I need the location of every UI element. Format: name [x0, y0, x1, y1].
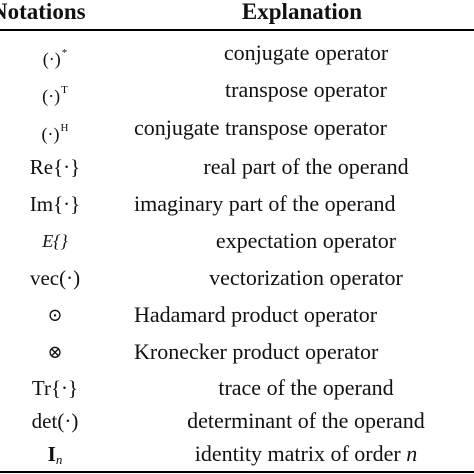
explanation-cell: transpose operator	[225, 77, 387, 102]
notation-cell: det(·)	[31, 409, 79, 433]
explanation-cell: identity matrix of order n	[194, 441, 418, 466]
table-row: (·)* conjugate operator	[0, 36, 474, 70]
explanation-cell: trace of the operand	[218, 375, 394, 400]
table-row: ⊗ Kronecker product operator	[0, 335, 474, 369]
header-explanation: Explanation	[241, 0, 363, 24]
table-row: (·)T transpose operator	[0, 73, 474, 107]
notation-cell: E{}	[42, 231, 68, 251]
notation-cell: (·)T	[42, 84, 68, 106]
explanation-cell: vectorization operator	[209, 265, 403, 290]
notation-cell: Im{·}	[29, 192, 81, 216]
explanation-cell: expectation operator	[215, 228, 397, 253]
notation-cell: (·)*	[42, 47, 68, 69]
table-row: Re{·} real part of the operand	[0, 150, 474, 184]
notation-cell: vec(·)	[29, 266, 81, 290]
explanation-cell: Kronecker product operator	[134, 339, 379, 364]
notation-cell: In	[47, 442, 63, 467]
explanation-cell: imaginary part of the operand	[134, 191, 396, 216]
table-row: E{} expectation operator	[0, 224, 474, 258]
explanation-cell: real part of the operand	[203, 154, 409, 179]
explanation-cell: conjugate transpose operator	[134, 115, 387, 140]
table-row: Tr{·} trace of the operand	[0, 371, 474, 405]
bottom-rule	[0, 471, 474, 473]
explanation-cell: Hadamard product operator	[134, 302, 378, 327]
table-row: In identity matrix of order n	[0, 437, 474, 471]
header-notations: Notations	[0, 0, 86, 24]
table-row: det(·) determinant of the operand	[0, 404, 474, 438]
top-rule	[0, 29, 474, 31]
explanation-cell: conjugate operator	[223, 40, 389, 65]
table-row: vec(·) vectorization operator	[0, 261, 474, 295]
table-row: Im{·} imaginary part of the operand	[0, 187, 474, 221]
explanation-cell: determinant of the operand	[187, 408, 425, 433]
notation-cell: Tr{·}	[31, 376, 79, 400]
table-row: ⊙ Hadamard product operator	[0, 298, 474, 332]
notation-cell: ⊙	[47, 305, 63, 325]
notation-cell: Re{·}	[29, 155, 81, 179]
table-row: (·)H conjugate transpose operator	[0, 111, 474, 145]
notation-cell: ⊗	[47, 342, 63, 362]
notation-cell: (·)H	[41, 122, 69, 144]
